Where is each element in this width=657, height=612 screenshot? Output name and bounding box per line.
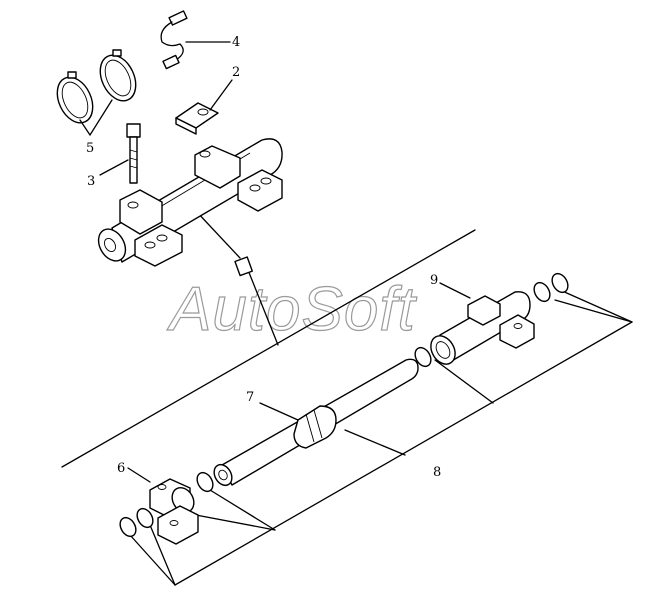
- leader: [559, 289, 633, 323]
- bracket-plate: [175, 102, 219, 135]
- callout-number: 6: [117, 461, 125, 476]
- o-ring: [551, 272, 569, 294]
- callout-number: 8: [433, 465, 441, 480]
- leader: [554, 299, 633, 323]
- leader: [194, 209, 241, 259]
- axis-line-upper: [61, 229, 476, 468]
- leader: [149, 524, 176, 586]
- leader: [344, 429, 406, 456]
- shaft: [213, 358, 419, 487]
- leader: [209, 489, 276, 531]
- upper-shaft-assembly: [97, 138, 283, 267]
- o-ring: [119, 516, 137, 538]
- leader: [439, 282, 471, 299]
- axis-line-lower: [174, 321, 633, 586]
- section-marker: [234, 256, 254, 277]
- o-ring: [196, 471, 214, 493]
- leader: [247, 269, 279, 346]
- leader: [79, 119, 91, 136]
- leader: [127, 467, 151, 483]
- leader: [259, 402, 299, 421]
- o-ring: [414, 346, 432, 368]
- callout-number: 7: [246, 390, 254, 405]
- callout-number: 9: [430, 273, 438, 288]
- hose-fitting: [160, 10, 188, 70]
- hose-clamps: [56, 49, 137, 124]
- bolt: [126, 123, 141, 184]
- watermark: AutoSoft: [166, 275, 418, 344]
- leader: [89, 99, 113, 136]
- left-bushing-housing: [149, 478, 199, 545]
- right-bushing-housing: [430, 291, 535, 365]
- callout-number: 5: [86, 141, 94, 156]
- callout-number: 4: [232, 35, 240, 50]
- callout-number: 3: [87, 174, 95, 189]
- leader: [99, 159, 129, 176]
- leader: [209, 79, 233, 111]
- o-ring: [533, 281, 551, 303]
- callout-number: 2: [232, 65, 240, 80]
- leader: [129, 534, 176, 586]
- o-ring: [136, 507, 154, 529]
- leader: [434, 359, 494, 404]
